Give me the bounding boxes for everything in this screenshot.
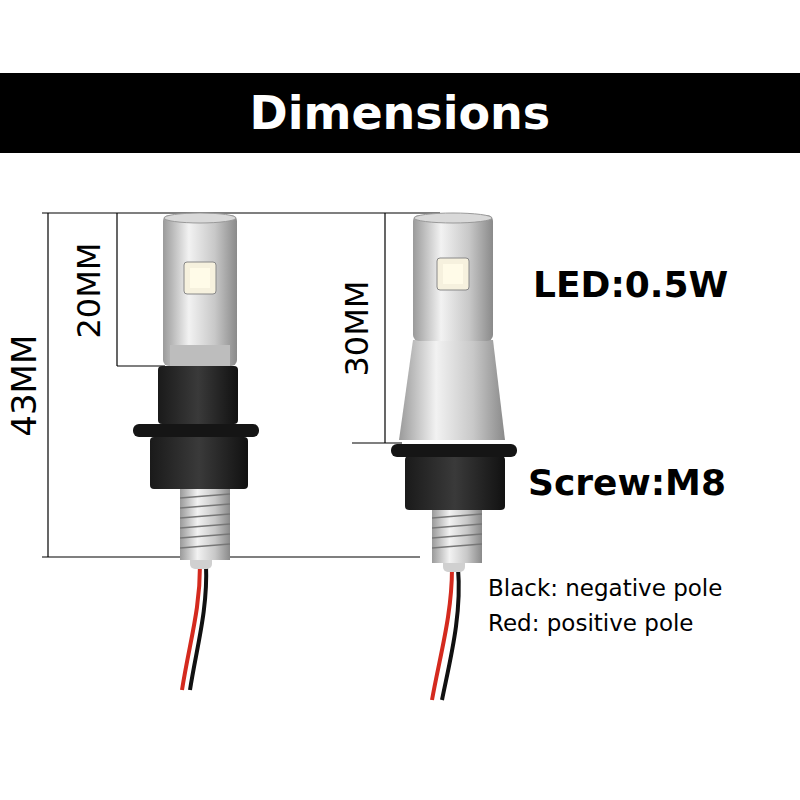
wire-note: Red: positive pole [488,611,694,636]
spec-label: LED:0.5W [533,265,728,305]
wire-note: Black: negative pole [488,576,722,601]
dimension-label: 30MM [340,280,375,376]
dimension-label: 20MM [72,242,107,338]
spec-label: Screw:M8 [528,463,726,503]
title-text: Dimensions [250,88,551,139]
dimension-label: 43MM [6,334,43,436]
dimension-lines [42,213,440,557]
